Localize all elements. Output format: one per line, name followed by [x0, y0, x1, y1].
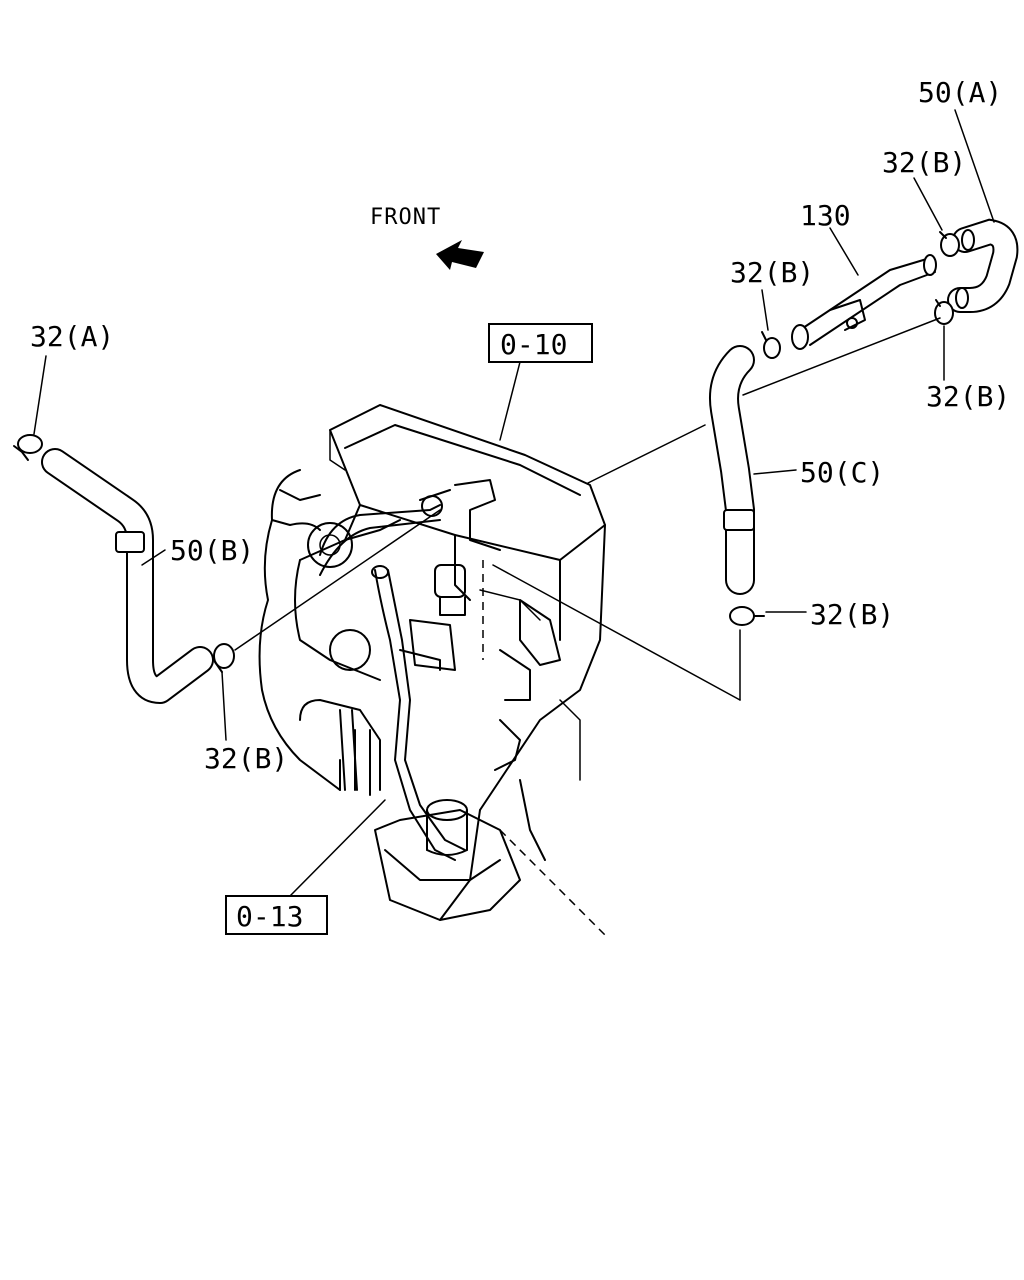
callout-50c: 50(C): [800, 456, 884, 489]
hose-50a: [947, 218, 1019, 313]
callout-32a-left: 32(A): [30, 320, 114, 353]
front-label: FRONT: [370, 205, 441, 230]
ref-upper-label: 0-10: [500, 328, 567, 361]
clamp-32a-left: [13, 434, 43, 461]
engine-tubes: [319, 495, 466, 861]
dashed-guide-lower: [499, 829, 606, 936]
clamp-32b-mid: [761, 331, 781, 359]
ref-box-upper: [488, 323, 593, 363]
callout-50a: 50(A): [918, 76, 1002, 109]
clamp-32b-top: [939, 231, 960, 257]
front-arrow-icon: [436, 240, 484, 270]
pipe-130: [791, 254, 937, 350]
leader-lines: [33, 109, 995, 897]
ref-box-lower: [225, 895, 328, 935]
callout-130: 130: [800, 199, 851, 232]
engine-block: [258, 404, 606, 921]
callout-32b-left: 32(B): [204, 742, 288, 775]
ref-lower-label: 0-13: [236, 900, 303, 933]
callout-32b-lower-right: 32(B): [810, 598, 894, 631]
clamp-32b-left: [213, 643, 235, 673]
callout-32b-top: 32(B): [882, 146, 966, 179]
hose-50b: [41, 448, 214, 704]
callout-32b-mid: 32(B): [730, 256, 814, 289]
clamp-32b-lower-right: [729, 606, 765, 626]
callout-32b-right: 32(B): [926, 380, 1010, 413]
hose-50c: [709, 345, 755, 595]
callout-50b: 50(B): [170, 534, 254, 567]
